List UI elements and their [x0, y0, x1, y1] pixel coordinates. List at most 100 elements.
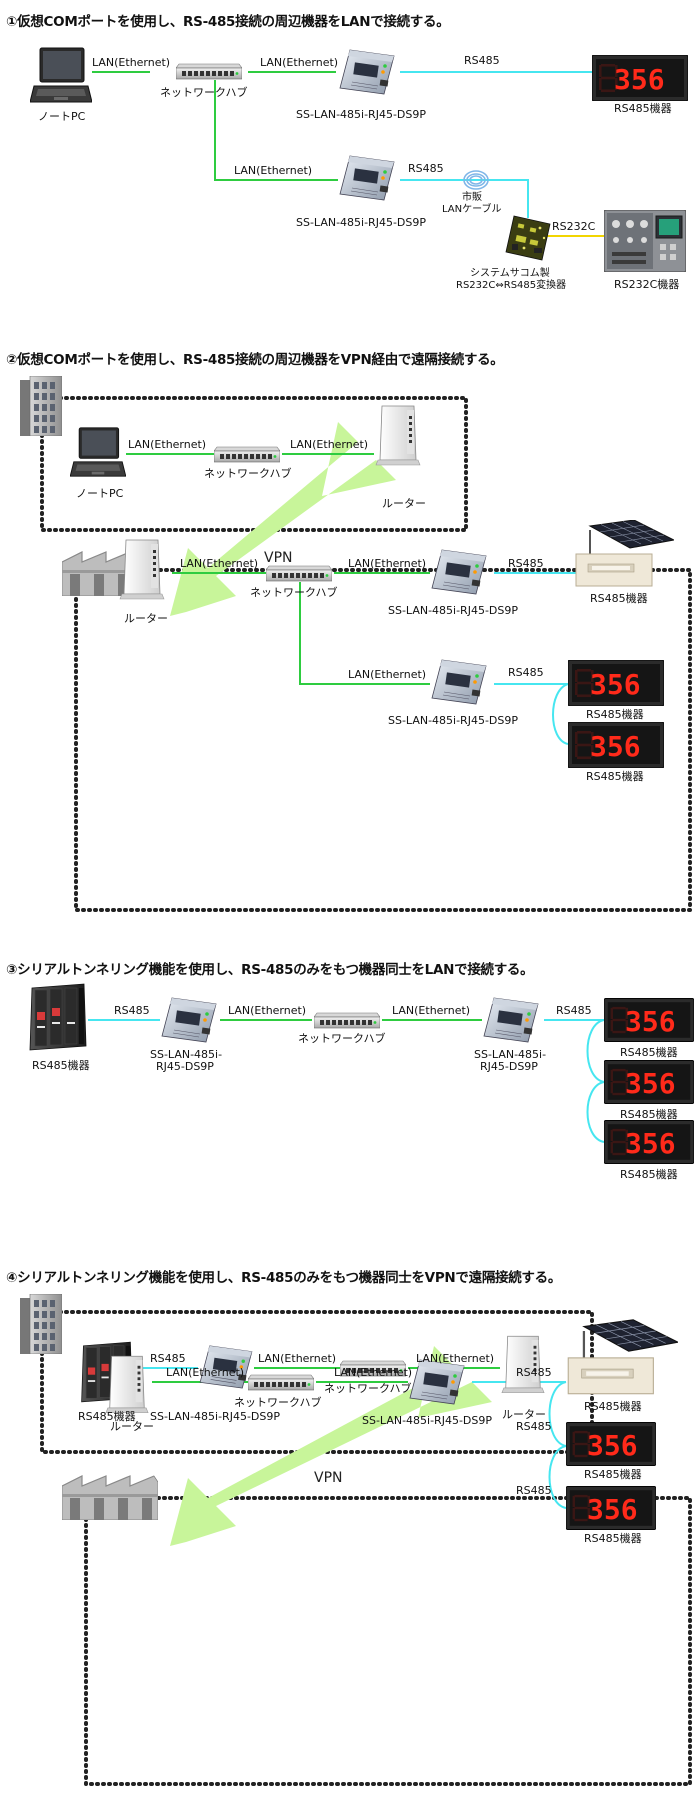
section-1-heading: ①仮想COMポートを使用し、RS-485接続の周辺機器をLANで接続する。 [6, 14, 450, 30]
display-value: 356 [614, 63, 665, 96]
device-label: RS485機器 [78, 1409, 136, 1423]
lan-label: LAN(Ethernet) [334, 1366, 412, 1379]
rs485-label: RS485 [516, 1420, 552, 1433]
vpn-label: VPN [314, 1470, 343, 1486]
rs485-label: RS485 [114, 1004, 150, 1017]
hub-icon [214, 446, 280, 463]
rs485-label: RS485 [508, 666, 544, 679]
display-value: 356 [625, 1127, 676, 1160]
converter-label: SS-LAN-485i- [150, 1048, 222, 1061]
converter-label: RJ45-DS9P [480, 1060, 538, 1073]
lan-lines [92, 71, 338, 181]
lan-label: LAN(Ethernet) [258, 1352, 336, 1365]
vpn-label: VPN [264, 550, 293, 566]
device-label: RS485機器 [614, 101, 672, 115]
hub-label: ネットワークハブ [204, 466, 291, 480]
notebook-label: ノートPC [38, 110, 86, 123]
rs485-label: RS485 [556, 1004, 592, 1017]
lan-label: LAN(Ethernet) [290, 438, 368, 451]
rs232c-label: RS232C [552, 220, 596, 233]
rs485-label: RS485 [150, 1352, 186, 1365]
converter-label: SS-LAN-485i-RJ45-DS9P [388, 604, 518, 617]
device-label: RS485機器 [620, 1107, 678, 1121]
rs485-lines [400, 71, 592, 218]
router-icon [119, 539, 165, 600]
rs232c-device-label: RS232C機器 [614, 277, 679, 291]
display-value: 356 [590, 730, 641, 763]
converter-label: SS-LAN-485i-RJ45-DS9P [388, 714, 518, 727]
plc-icon [29, 983, 87, 1051]
hub-label: ネットワークハブ [250, 585, 337, 599]
rs485-label: RS485 [516, 1484, 552, 1497]
laptop-icon [30, 47, 92, 103]
device-label: RS485機器 [620, 1045, 678, 1059]
lan-label: LAN(Ethernet) [348, 668, 426, 681]
converter-label: SS-LAN-485i-RJ45-DS9P [296, 216, 426, 229]
factory-icon [62, 1475, 158, 1520]
lan-lines [126, 453, 430, 685]
hub-icon [248, 1374, 314, 1391]
hub-icon [266, 565, 332, 582]
building-icon [20, 376, 62, 436]
rs485-label: RS485 [516, 1366, 552, 1379]
hub-label: ネットワークハブ [234, 1395, 321, 1409]
section-3-diagram: 356 356 356 RS485 RS485機器 SS-LAN-485i- R… [29, 983, 694, 1181]
section-3: ③シリアルトンネリング機能を使用し、RS-485のみをもつ機器同士をLANで接続… [0, 952, 700, 1212]
rs485-lines [88, 1019, 605, 1143]
rs485-label: RS485 [508, 557, 544, 570]
display-value: 356 [590, 668, 641, 701]
lan-label: LAN(Ethernet) [348, 557, 426, 570]
router-icon [501, 1335, 545, 1394]
hub-label: ネットワークハブ [298, 1031, 385, 1045]
section-4-diagram: 356 356 RS485 RS485機器 SS-LAN-485i-RJ45-D… [20, 1294, 692, 1786]
cable-label: LANケーブル [442, 202, 502, 215]
device-label: RS485機器 [584, 1531, 642, 1545]
section-3-heading: ③シリアルトンネリング機能を使用し、RS-485のみをもつ機器同士をLANで接続… [6, 962, 534, 978]
hub-icon [314, 1012, 380, 1029]
converter-label: SS-LAN-485i-RJ45-DS9P [362, 1414, 492, 1427]
section-2: ②仮想COMポートを使用し、RS-485接続の周辺機器をVPN経由で遠隔接続する… [0, 340, 700, 920]
rs485-lines [494, 572, 578, 745]
router-label: ルーター [110, 1420, 154, 1433]
display-value: 356 [625, 1005, 676, 1038]
lan-label: LAN(Ethernet) [92, 56, 170, 69]
device-label: RS485機器 [620, 1167, 678, 1181]
building-icon [20, 1294, 62, 1354]
maker-label: RS232C⇔RS485変換器 [456, 278, 566, 291]
maker-label: システムサコム製 [470, 266, 550, 279]
rs232c-device-icon [604, 210, 686, 272]
section-2-heading: ②仮想COMポートを使用し、RS-485接続の周辺機器をVPN経由で遠隔接続する… [6, 352, 504, 368]
display-value: 356 [587, 1429, 638, 1462]
converter-label: SS-LAN-485i- [474, 1048, 546, 1061]
lan-label: LAN(Ethernet) [260, 56, 338, 69]
router-icon [105, 1355, 149, 1414]
router-label: ルーター [124, 612, 168, 625]
lan-label: LAN(Ethernet) [228, 1004, 306, 1017]
section-2-diagram: 356 356 LAN(Ethernet) LAN(Ethernet) ネットワ… [20, 376, 692, 912]
rs485-label: RS485 [408, 162, 444, 175]
section-1-diagram: 356 ノートPC LAN(Ethernet) ネットワークハブ LAN(Eth… [30, 47, 688, 291]
lan-label: LAN(Ethernet) [180, 557, 258, 570]
converter-icon [483, 997, 539, 1043]
device-label: RS485機器 [590, 591, 648, 605]
lan-label: LAN(Ethernet) [128, 438, 206, 451]
display-value: 356 [587, 1493, 638, 1526]
laptop-icon [70, 427, 126, 477]
converter-icon [431, 659, 487, 705]
device-label: RS485機器 [586, 769, 644, 783]
hub-icon [176, 63, 242, 80]
hub-label: ネットワークハブ [324, 1381, 411, 1395]
converter-icon [339, 155, 395, 201]
cable-label: 市販 [462, 190, 482, 203]
converter-label: SS-LAN-485i-RJ45-DS9P [150, 1410, 280, 1423]
router-icon [375, 405, 421, 466]
solar-panel-icon [567, 1318, 678, 1395]
device-label: RS485機器 [586, 707, 644, 721]
lan-label: LAN(Ethernet) [234, 164, 312, 177]
device-label: RS485機器 [584, 1399, 642, 1413]
router-label: ルーター [382, 497, 426, 510]
converter-icon [339, 49, 395, 95]
solar-panel-icon [575, 520, 674, 587]
display-value: 356 [625, 1067, 676, 1100]
rs485-label: RS485 [464, 54, 500, 67]
